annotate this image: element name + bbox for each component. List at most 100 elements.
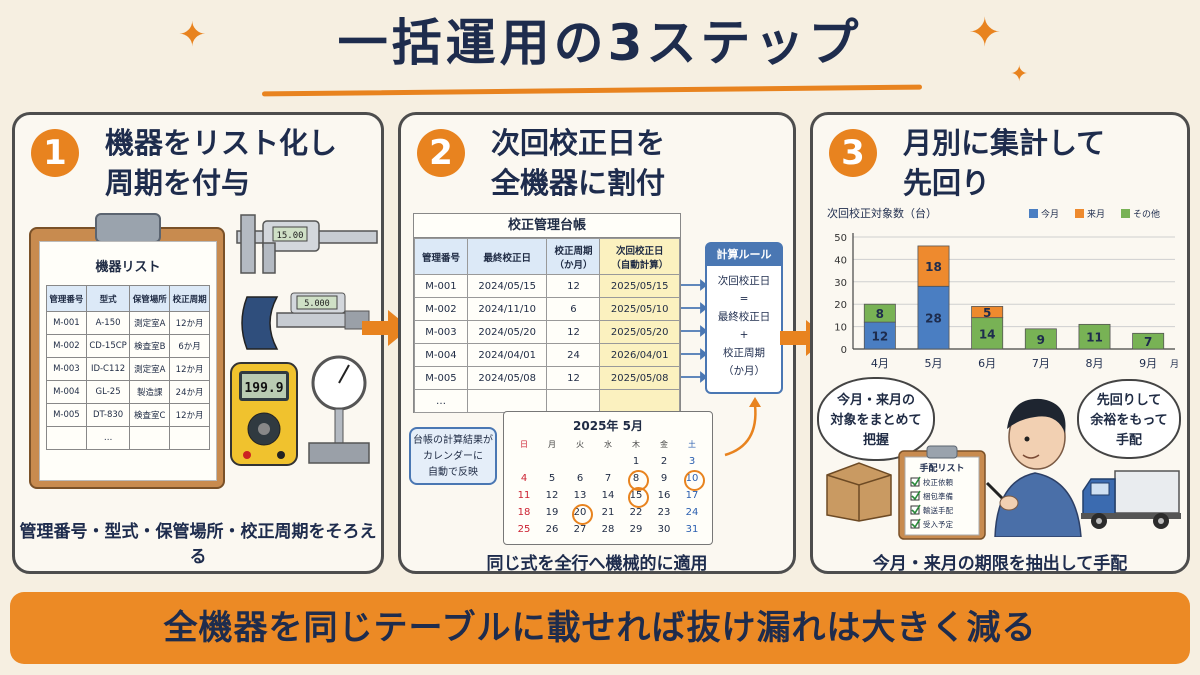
calendar-day: 26 xyxy=(545,524,559,535)
rule-line: 最終校正日 xyxy=(717,311,771,323)
ledger-table-cell: 24 xyxy=(546,343,601,367)
calendar-day: 16 xyxy=(657,490,671,501)
speech-bubble-left: 今月・来月の対象をまとめて把握 xyxy=(817,377,935,461)
ledger-table-cell: 2025/05/08 xyxy=(599,366,680,390)
calendar-weekday: 日 xyxy=(520,440,528,449)
bar-segment xyxy=(971,306,1004,319)
equipment-table-header: 管理番号 xyxy=(46,285,87,312)
calendar-day: 15 xyxy=(622,487,650,508)
step2-number: 2 xyxy=(417,129,465,177)
ledger-table-cell: 2024/04/01 xyxy=(466,343,548,367)
calendar-day: 27 xyxy=(573,524,587,535)
equipment-table-cell: 24か月 xyxy=(169,380,210,404)
rule-body: 次回校正日=最終校正日+校正周期（か月） xyxy=(707,266,781,380)
ledger-table-cell: 2024/05/08 xyxy=(466,366,548,390)
ledger-table-cell: 2024/05/20 xyxy=(466,320,548,344)
equipment-table-cell: 検査室C xyxy=(129,403,171,427)
ledger-table-cell: 12 xyxy=(546,274,601,298)
flow-arrows xyxy=(681,279,707,383)
step3-title-line1: 月別に集計して xyxy=(903,126,1106,160)
step1-number: 1 xyxy=(31,129,79,177)
sparkle-icon: ✦ xyxy=(968,10,1002,56)
equipment-table-cell: M-004 xyxy=(46,380,87,404)
calendar-day: 18 xyxy=(517,507,531,518)
y-tick-label: 20 xyxy=(834,300,847,311)
step1-panel: 1 機器をリスト化し 周期を付与 機器リスト 管理番号型式保管場所校正周期 M-… xyxy=(12,112,384,574)
bar-value-label: 14 xyxy=(979,327,996,341)
calendar-day: 9 xyxy=(660,473,668,484)
ledger-table-header: 管理番号 xyxy=(414,238,468,275)
sparkle-icon: ✦ xyxy=(1010,62,1029,87)
truck-icon xyxy=(1081,470,1181,529)
legend-swatch xyxy=(1029,209,1038,218)
calendar-day: 3 xyxy=(688,456,696,467)
equipment-table-cell: 測定室A xyxy=(129,311,171,335)
monthly-bar-chart: 次回校正対象数（台）今月来月その他010203040501284月28185月1… xyxy=(827,206,1179,370)
calendar-day: 4 xyxy=(520,473,528,484)
equipment-table-cell: 12か月 xyxy=(169,311,210,335)
calendar-day: 10 xyxy=(678,470,706,491)
calendar-day: 5 xyxy=(548,473,556,484)
ledger-table-cell: 2025/05/15 xyxy=(599,274,680,298)
caliper-display: 15.00 xyxy=(276,231,303,241)
equipment-table-cell xyxy=(46,426,87,450)
checklist-item: 梱包準備 xyxy=(923,491,953,501)
equipment-table-cell: DT-830 xyxy=(85,403,131,427)
bar-value-label: 28 xyxy=(925,312,942,326)
multimeter-icon: 199.9 xyxy=(230,362,298,466)
ledger-table-header: 校正周期（か月） xyxy=(546,238,601,275)
ledger-table-cell: M-002 xyxy=(414,297,468,321)
calendar-day: 6 xyxy=(576,473,584,484)
equipment-list-title: 機器リスト xyxy=(95,260,161,275)
bar-segment xyxy=(971,317,1004,350)
calculation-rule-box: 計算ルール 次回校正日=最終校正日+校正周期（か月） xyxy=(705,242,783,394)
calibration-ledger: 校正管理台帳 管理番号最終校正日校正周期（か月）次回校正日（自動計算） M-00… xyxy=(413,213,681,413)
x-tick-label: 5月 xyxy=(925,357,943,370)
check-mark-icon xyxy=(911,476,921,487)
calendar-day: 2 xyxy=(660,456,668,467)
calendar-note: 台帳の計算結果がカレンダーに自動で反映 xyxy=(409,427,497,485)
calendar-day: 19 xyxy=(545,507,559,518)
checklist-item: 輸送手配 xyxy=(923,505,953,515)
ledger-table-cell: 2025/05/10 xyxy=(599,297,680,321)
bar-segment xyxy=(917,245,950,287)
check-mark-icon xyxy=(911,504,921,515)
equipment-table-header: 型式 xyxy=(85,285,131,312)
equipment-table-cell: 測定室A xyxy=(129,357,171,381)
rule-line: 次回校正日 xyxy=(717,275,771,287)
calendar-weekday: 木 xyxy=(632,440,640,449)
equipment-table-cell xyxy=(129,426,171,450)
equipment-table-cell xyxy=(169,426,210,450)
calendar-title: 2025年 5月 xyxy=(573,419,643,433)
equipment-table-row: … xyxy=(46,426,210,450)
ledger-table-cell: … xyxy=(414,389,468,413)
calendar-day: 13 xyxy=(573,490,587,501)
calendar-day: 7 xyxy=(604,473,612,484)
ledger-table-cell: 2024/05/15 xyxy=(466,274,548,298)
ledger-table-cell: M-005 xyxy=(414,366,468,390)
y-tick-label: 40 xyxy=(834,255,847,266)
chart-title: 次回校正対象数（台） xyxy=(827,206,937,220)
rule-line: （か月） xyxy=(723,365,765,377)
x-axis-label: 月 xyxy=(1170,359,1179,370)
step1-caption: 管理番号・型式・保管場所・校正周期をそろえる xyxy=(19,522,377,567)
rule-line: 校正周期 xyxy=(723,347,765,359)
legend-swatch xyxy=(1075,209,1084,218)
calendar-day: 1 xyxy=(632,456,640,467)
step1-title-line2: 周期を付与 xyxy=(105,166,251,200)
ledger-title: 校正管理台帳 xyxy=(414,214,680,238)
calendar-day: 25 xyxy=(517,524,531,535)
equipment-table-cell: 6か月 xyxy=(169,334,210,358)
bar-segment xyxy=(1078,323,1111,350)
